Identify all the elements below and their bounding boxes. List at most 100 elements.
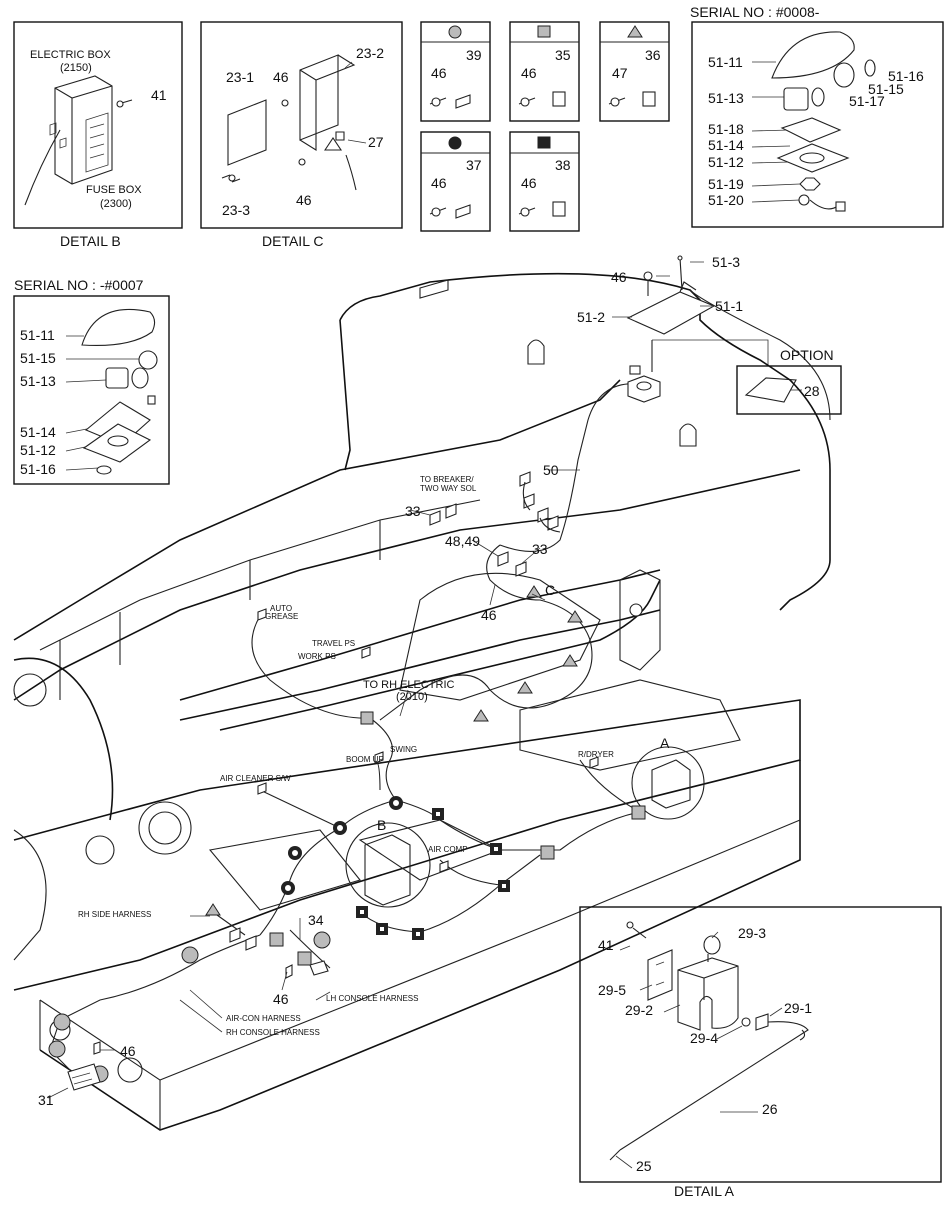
part-41-label: 41 [151, 87, 167, 103]
symbol-3-left-label: 47 [612, 65, 628, 81]
electric-box-drawing [24, 75, 133, 206]
detail-b-callout-circle [345, 822, 431, 908]
serial-old-item-3: 51-13 [20, 373, 56, 389]
rh-console-harness-label: RH CONSOLE HARNESS [226, 1028, 320, 1037]
main-part-33a: 33 [405, 503, 421, 519]
serial-new-item-1: 51-11 [708, 54, 743, 70]
symbol-box-5: 46 38 [509, 131, 580, 232]
main-part-51-3: 51-3 [712, 254, 740, 270]
serial-new-right-1: 51-16 [888, 68, 924, 84]
part-23-1-label: 23-1 [226, 69, 254, 85]
detail-a-part-25: 25 [636, 1158, 652, 1174]
harness-connectors [48, 585, 646, 1083]
detail-a-callout-circle [631, 746, 705, 820]
symbol-2-left-label: 46 [521, 65, 537, 81]
serial-new-item-5: 51-12 [708, 154, 744, 170]
option-frame [736, 365, 842, 415]
detail-b-frame [13, 21, 183, 229]
main-assembly: 46 51-3 51-2 51-1 50 33 48,49 33 C 46 A … [13, 254, 831, 1131]
detail-b-panel: ELECTRIC BOX (2150) FUSE BOX (2300) 41 D… [13, 21, 183, 249]
work-ps-label: WORK PS [298, 652, 336, 661]
serial-old-item-2: 51-15 [20, 350, 56, 366]
detail-a-part-29-3: 29-3 [738, 925, 766, 941]
electric-box-number: (2150) [60, 62, 92, 74]
symbol-4-left-label: 46 [431, 175, 447, 191]
two-way-sol-label: TWO WAY SOL [420, 484, 477, 493]
cover-plate-drawing [221, 54, 367, 191]
main-part-46-bot: 46 [120, 1043, 136, 1059]
option-panel: OPTION 28 [652, 339, 842, 415]
main-part-48-49: 48,49 [445, 533, 480, 549]
detail-a-part-29-4: 29-4 [690, 1030, 718, 1046]
symbol-box-1: 46 39 [420, 21, 491, 122]
air-con-harness-label: AIR-CON HARNESS [226, 1014, 301, 1023]
to-rh-electric-number: (2010) [396, 691, 428, 703]
serial-new-item-2: 51-13 [708, 90, 744, 106]
air-cleaner-label: AIR CLEANER S/W [220, 774, 291, 783]
detail-a-frame [579, 906, 942, 1183]
main-part-50: 50 [543, 462, 559, 478]
main-part-31: 31 [38, 1092, 54, 1108]
symbol-box-3: 47 36 [599, 21, 670, 122]
electric-box-label: ELECTRIC BOX [30, 49, 111, 61]
r-dryer-label: R/DRYER [578, 750, 614, 759]
symbol-3-right-label: 36 [645, 47, 661, 63]
symbol-1-left-label: 46 [431, 65, 447, 81]
main-letter-a: A [660, 735, 670, 751]
serial-old-frame [13, 295, 170, 485]
serial-old-item-6: 51-16 [20, 461, 56, 477]
symbol-box-2: 46 35 [509, 21, 580, 122]
serial-new-item-6: 51-19 [708, 176, 744, 192]
auto-grease-label-1: AUTO [270, 604, 292, 613]
serial-new-frame [691, 21, 944, 228]
to-rh-electric-label: TO RH ELECTRIC [363, 679, 455, 691]
detail-c-frame [200, 21, 403, 229]
part-23-3-label: 23-3 [222, 202, 250, 218]
main-letter-b: B [377, 817, 386, 833]
to-breaker-label: TO BREAKER/ [420, 475, 474, 484]
serial-new-item-7: 51-20 [708, 192, 744, 208]
fuse-box-number: (2300) [100, 198, 132, 210]
symbol-4-right-label: 37 [466, 157, 482, 173]
main-part-33b: 33 [532, 541, 548, 557]
option-part-label: 28 [804, 383, 820, 399]
symbol-5-right-label: 38 [555, 157, 571, 173]
part-46a-label: 46 [273, 69, 289, 85]
rh-side-harness-label: RH SIDE HARNESS [78, 910, 151, 919]
symbol-box-4: 46 37 [420, 131, 491, 232]
part-27-label: 27 [368, 134, 384, 150]
serial-old-item-4: 51-14 [20, 424, 56, 440]
main-part-46-mid: 46 [481, 607, 497, 623]
serial-new-panel: SERIAL NO : #0008- 51-11 51-13 51-18 51-… [690, 4, 944, 228]
symbol-1-right-label: 39 [466, 47, 482, 63]
swing-label: SWING [390, 745, 417, 754]
serial-old-parts-drawing [65, 308, 158, 475]
serial-new-parts-drawing [751, 31, 876, 212]
serial-old-heading: SERIAL NO : -#0007 [14, 277, 144, 293]
travel-ps-label: TRAVEL PS [312, 639, 355, 648]
detail-c-caption: DETAIL C [262, 233, 323, 249]
detail-c-panel: 23-1 46 23-2 27 23-3 46 DETAIL C [200, 21, 403, 249]
main-part-34: 34 [308, 912, 324, 928]
serial-new-item-3: 51-18 [708, 121, 744, 137]
auto-grease-label-2: GREASE [265, 612, 298, 621]
serial-new-right-3: 51-17 [849, 93, 885, 109]
main-letter-c: C [545, 582, 555, 598]
serial-new-right-2: 51-15 [868, 81, 904, 97]
detail-a-caption: DETAIL A [674, 1183, 735, 1199]
lh-console-harness-label: LH CONSOLE HARNESS [326, 994, 418, 1003]
symbol-2-right-label: 35 [555, 47, 571, 63]
part-23-2-label: 23-2 [356, 45, 384, 61]
detail-a-part-29-2: 29-2 [625, 1002, 653, 1018]
symbol-5-left-label: 46 [521, 175, 537, 191]
serial-old-item-5: 51-12 [20, 442, 56, 458]
washer-tank-drawing [609, 921, 809, 1169]
air-comp-label: AIR COMP [428, 845, 468, 854]
detail-b-caption: DETAIL B [60, 233, 121, 249]
detail-a-part-29-1: 29-1 [784, 1000, 812, 1016]
serial-new-heading: SERIAL NO : #0008- [690, 4, 820, 20]
detail-a-part-29-5: 29-5 [598, 982, 626, 998]
fuse-box-label: FUSE BOX [86, 184, 142, 196]
